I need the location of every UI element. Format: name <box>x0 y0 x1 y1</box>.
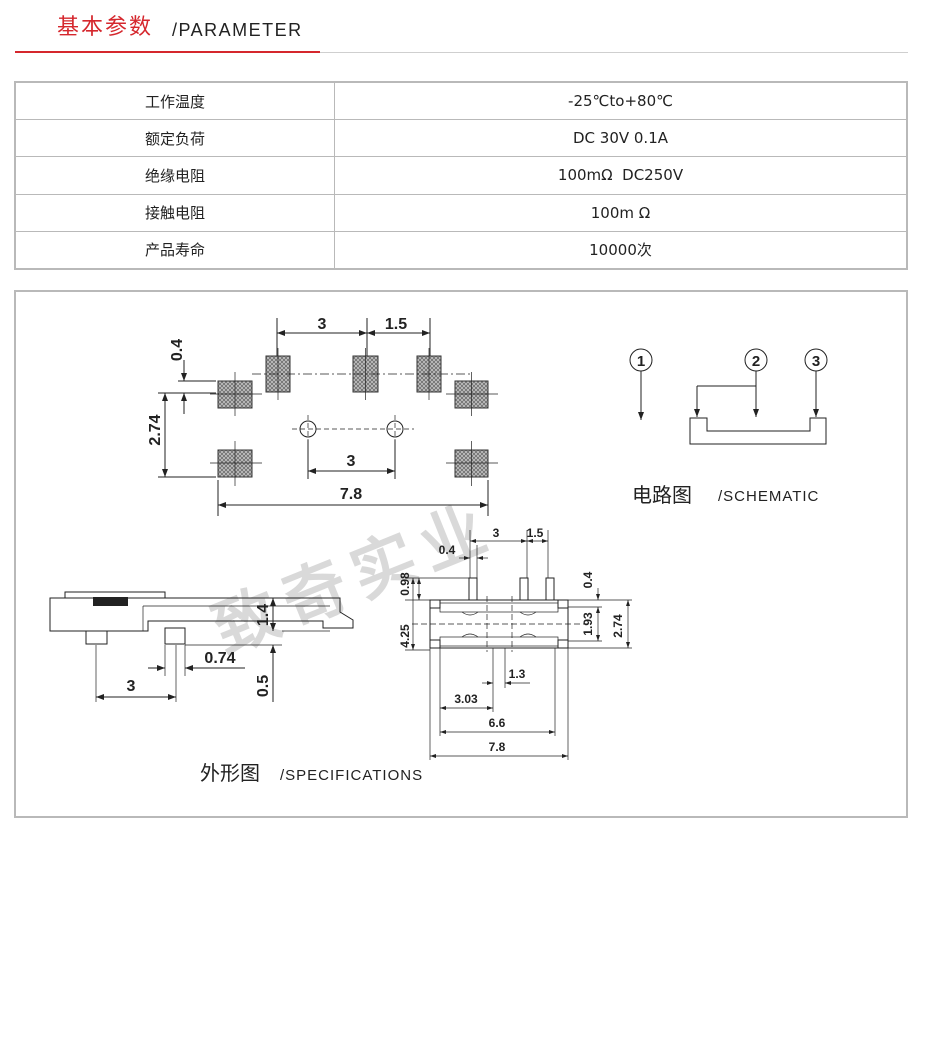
schematic-drawing: 1 2 3 电路图 /SCHEMATIC <box>629 348 828 507</box>
section-title-cn: 基本参数 <box>57 15 154 40</box>
footprint-extension-lines <box>158 318 489 516</box>
dimension-label: 7.8 <box>340 486 362 503</box>
dimension-label: 1.4 <box>255 604 272 626</box>
param-value: 100mΩ DC250V <box>334 156 908 195</box>
pin-number: 3 <box>812 353 820 370</box>
dimension-label: 3 <box>493 526 500 540</box>
drawing-frame <box>14 290 908 818</box>
slider-knob <box>93 597 128 606</box>
table-row: 产品寿命 10000次 <box>14 230 908 270</box>
front-view-drawing: 0.4 3 1.5 0.98 4.25 0.4 1.93 2.74 1.3 3.… <box>398 526 632 760</box>
side-view-drawing: 1.4 0.74 3 0.5 <box>49 591 354 702</box>
dimension-label: 1.5 <box>385 316 407 333</box>
dimension-label: 0.4 <box>439 543 456 557</box>
housing-inner-line <box>142 605 330 631</box>
slide-contact-symbol <box>689 417 827 445</box>
table-row: 额定负荷 DC 30V 0.1A <box>14 119 908 158</box>
dimension-label: 3 <box>127 678 136 695</box>
watermark-text: 致奇实业 <box>204 489 506 668</box>
dimension-label: 0.4 <box>169 339 186 361</box>
dimension-label: 7.8 <box>489 740 506 754</box>
header-divider <box>15 52 908 53</box>
param-value: DC 30V 0.1A <box>334 119 908 158</box>
dimension-label: 0.5 <box>255 675 272 697</box>
param-label: 接触电阻 <box>14 193 335 232</box>
param-value: 100m Ω <box>334 193 908 232</box>
schematic-caption-en: /SCHEMATIC <box>718 488 819 505</box>
terminal-pin <box>164 627 186 645</box>
pin-number: 2 <box>752 353 760 370</box>
body-bottom-band <box>439 636 559 647</box>
dimension-label: 3.03 <box>454 692 478 706</box>
param-value: 10000次 <box>334 230 908 270</box>
actuator-top <box>64 591 166 598</box>
mount-tab <box>557 599 569 609</box>
hole-crosshairs <box>292 415 414 444</box>
dimension-label: 6.6 <box>489 716 506 730</box>
side-view-extension-lines <box>95 597 330 702</box>
dimension-label: 2.74 <box>147 414 164 445</box>
dimension-label: 3 <box>318 316 327 333</box>
dimension-label: 1.5 <box>527 526 544 540</box>
footprint-hole <box>386 420 404 438</box>
specifications-caption-en: /SPECIFICATIONS <box>280 767 423 784</box>
mount-tab <box>429 599 441 609</box>
header-accent-underline <box>15 51 320 53</box>
terminal-pin <box>85 630 108 645</box>
param-label: 产品寿命 <box>14 230 335 270</box>
dimension-label: 4.25 <box>398 624 412 648</box>
section-title-en: /PARAMETER <box>172 20 303 40</box>
dimension-label: 1.93 <box>581 612 595 636</box>
table-row: 接触电阻 100m Ω <box>14 193 908 232</box>
dimension-label: 2.74 <box>611 614 625 638</box>
switch-housing <box>49 597 354 632</box>
param-label: 额定负荷 <box>14 119 335 158</box>
dimension-label: 1.3 <box>509 667 526 681</box>
dimension-label: 0.98 <box>398 572 412 596</box>
pin-number: 1 <box>637 353 645 370</box>
param-label: 工作温度 <box>14 81 335 121</box>
dimension-label: 0.4 <box>581 571 595 588</box>
front-view-center-lines <box>412 596 588 652</box>
terminal-pin <box>545 577 555 601</box>
terminal-pin <box>468 577 478 601</box>
body-top-band <box>439 602 559 613</box>
parameter-table: 工作温度 -25℃to+80℃ 额定负荷 DC 30V 0.1A 绝缘电阻 10… <box>14 81 908 270</box>
footprint-drawing: 3 1.5 0.4 2.74 3 7.8 <box>147 316 498 516</box>
terminal-pin <box>519 577 529 601</box>
mount-tab <box>557 639 569 649</box>
specifications-caption-cn: 外形图 <box>200 761 260 785</box>
front-view-extension-lines <box>405 530 632 760</box>
mount-tab <box>429 639 441 649</box>
table-row: 绝缘电阻 100mΩ DC250V <box>14 156 908 195</box>
dimension-label: 3 <box>347 453 356 470</box>
contact-curves <box>461 611 537 638</box>
schematic-caption-cn: 电路图 <box>632 483 692 507</box>
dimension-label: 0.74 <box>204 650 235 667</box>
param-label: 绝缘电阻 <box>14 156 335 195</box>
